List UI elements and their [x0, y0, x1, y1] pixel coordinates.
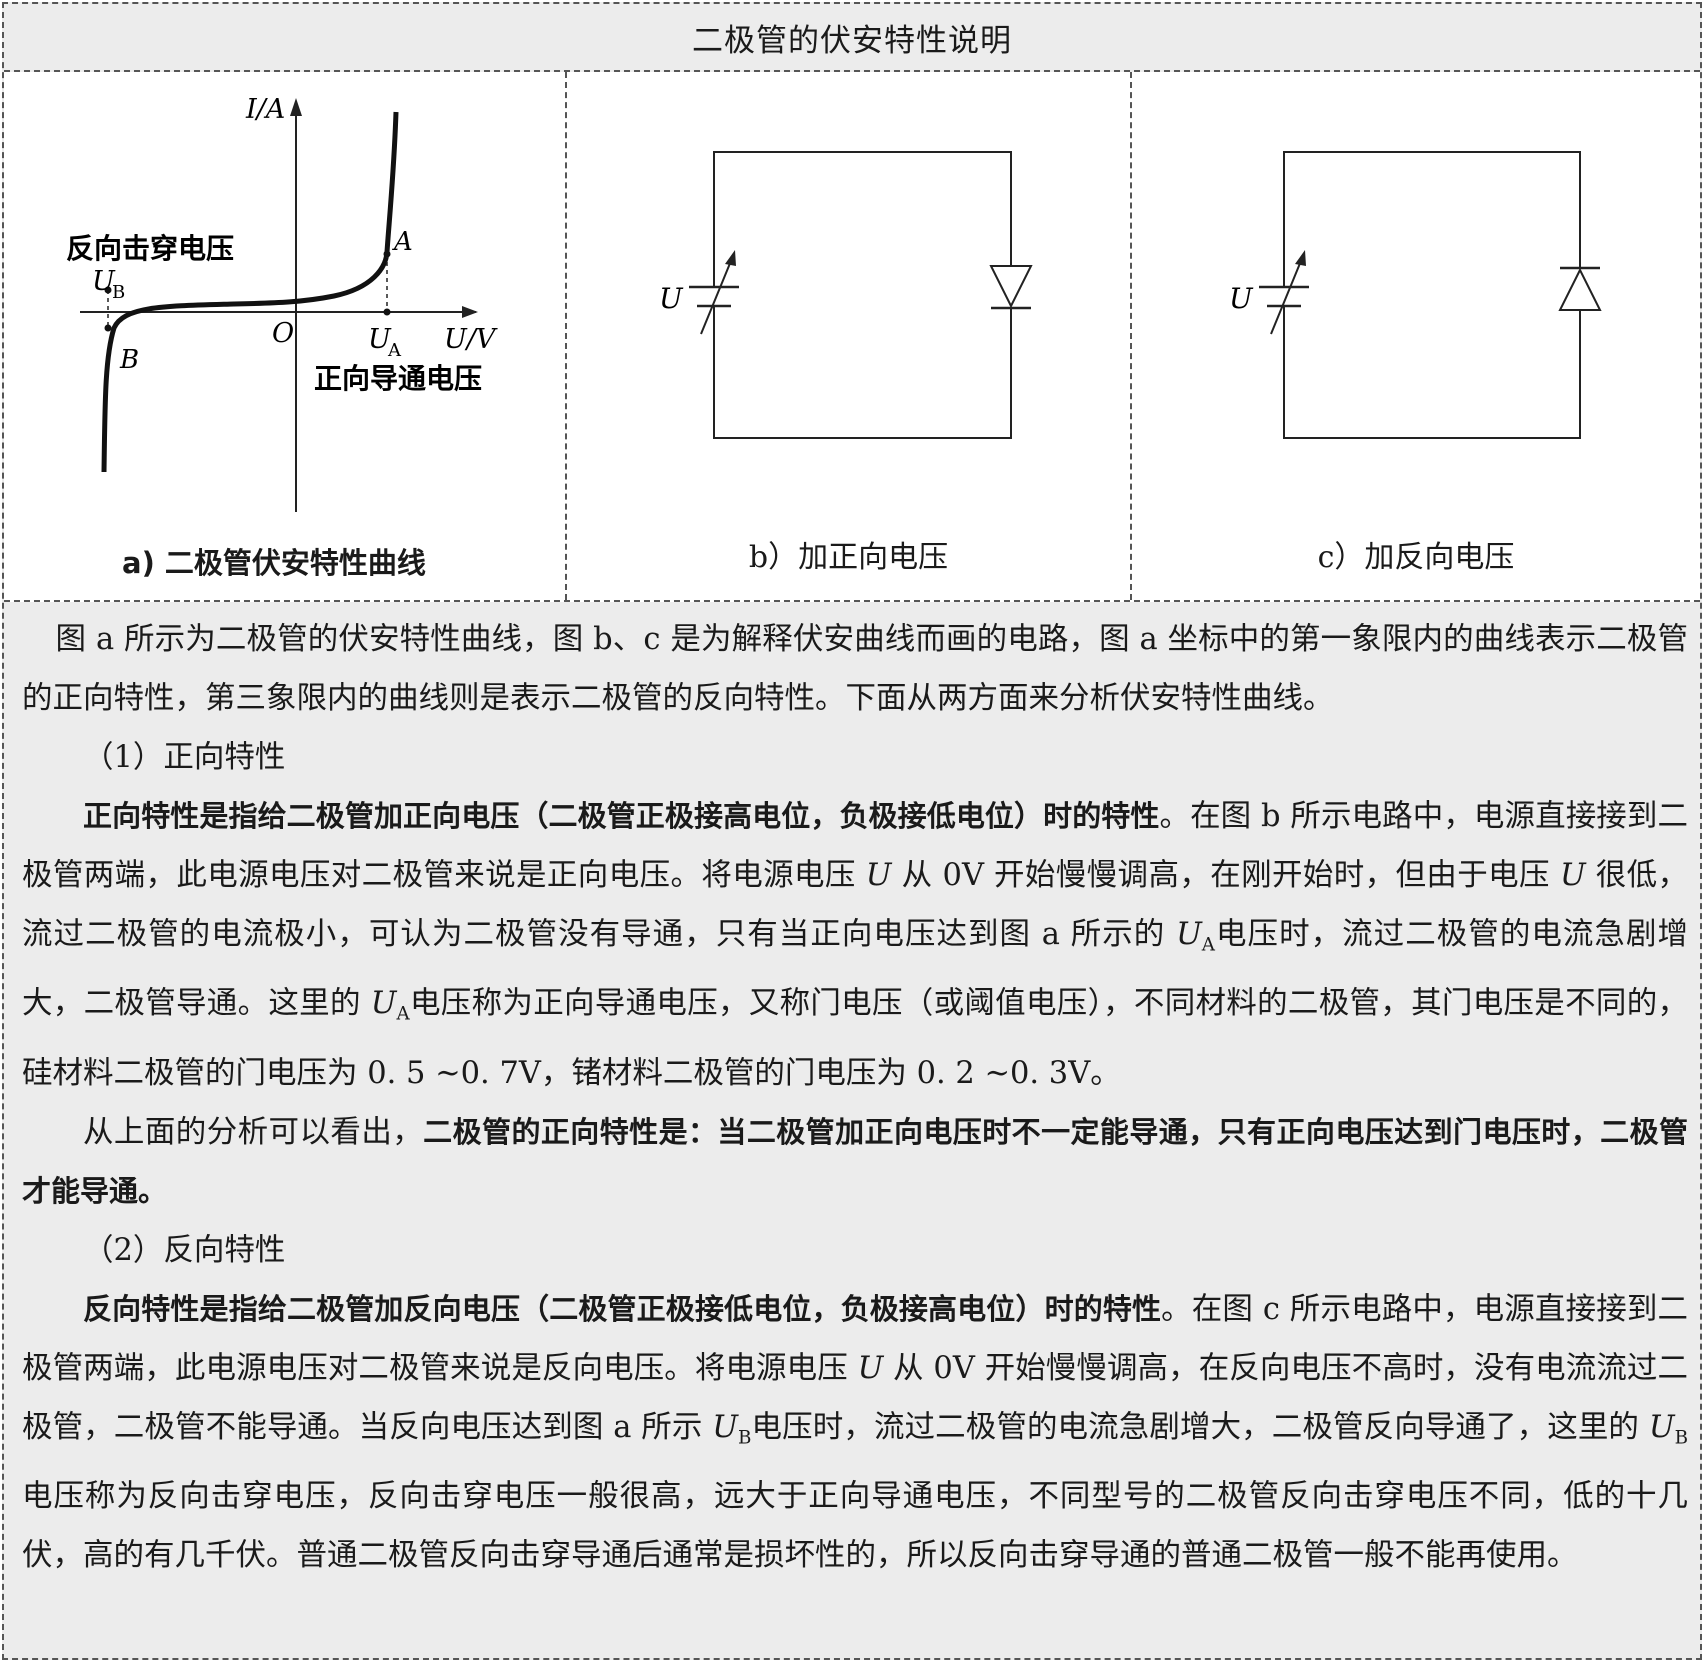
figure-row: I/A U/V O A B U B U A 反向击穿电压 正向导通电压 a) 二… [4, 72, 1700, 602]
symbol-u: U [857, 1350, 884, 1386]
text-run: 电压时，流过二极管的电流急剧增大，二极管导通。这里的 [22, 917, 1688, 1022]
explanation-text: 图 a 所示为二极管的伏安特性曲线，图 b、c 是为解释伏安曲线而画的电路，图 … [22, 610, 1688, 1585]
text-run: 电压称为反向击穿电压，反向击穿电压一般很高，远大于正向导通电压，不同型号的二极管… [22, 1479, 1688, 1574]
point-b-label: B [119, 345, 139, 375]
variable-arrow-icon [1270, 255, 1304, 335]
paragraph-forward: 正向特性是指给二极管加正向电压（二极管正极接高电位，负极接低电位）时的特性。在图… [22, 787, 1688, 1103]
symbol-ua: U [370, 986, 397, 1022]
figure-b-panel: U b）加正向电压 [567, 72, 1132, 600]
top-wire [1283, 151, 1581, 287]
symbol-ub-sub: B [737, 1427, 752, 1449]
heading-reverse: （2）反向特性 [83, 1232, 286, 1268]
point-b-dot [104, 324, 112, 332]
text-run: 电压称为正向导通电压，又称门电压（或阈值电压），不同材料的二极管，其门电压是不同… [22, 986, 1688, 1091]
point-a-label: A [392, 227, 413, 257]
text-run: 。在图 b 所示电路中，电源直接接到二极管两端，此电源电压对二极管来说是正向电压… [22, 799, 1688, 893]
forward-definition: 正向特性是指给二极管加正向电压（二极管正极接高电位，负极接低电位）时的特性 [83, 799, 1160, 833]
box-title-text: 二极管的伏安特性说明 [692, 22, 1012, 59]
bottom-wire [713, 306, 1012, 439]
point-a-dot [383, 250, 391, 258]
symbol-ua-sub: A [1201, 934, 1215, 956]
text-run: 从上面的分析可以看出， [83, 1114, 424, 1150]
forward-circuit-diagram: U [659, 151, 1033, 439]
ub-dot [104, 286, 112, 294]
symbol-u: U [1559, 858, 1586, 893]
bottom-wire [1283, 306, 1581, 439]
box-title: 二极管的伏安特性说明 [4, 4, 1700, 72]
ua-sub-label: A [387, 340, 402, 361]
figure-a-panel: I/A U/V O A B U B U A 反向击穿电压 正向导通电压 a) 二… [4, 72, 567, 600]
figure-c-caption: c）加反向电压 [1317, 540, 1515, 575]
x-axis-arrow-icon [462, 306, 478, 318]
diode-forward-icon [989, 265, 1033, 309]
variable-arrowhead-icon [1295, 250, 1306, 266]
reverse-circuit-diagram: U [1229, 151, 1602, 439]
x-axis-label: U/V [444, 324, 498, 355]
heading-forward: （1）正向特性 [83, 740, 286, 775]
ua-dot [383, 308, 391, 316]
figure-a-caption: a) 二极管伏安特性曲线 [122, 546, 426, 580]
variable-arrowhead-icon [725, 250, 736, 266]
text-run: 。在图 c 所示电路中，电源直接接到二极管两端，此电源电压对二极管来说是反向电压… [22, 1291, 1688, 1386]
symbol-ub: U [712, 1409, 738, 1445]
reverse-definition: 反向特性是指给二极管加反向电压（二极管正极接低电位，负极接高电位）时的特性 [83, 1291, 1162, 1326]
text-run: 从 0V 开始慢慢调高，在反向电压不高时，没有电流流过二极管，二极管不能导通。当… [22, 1350, 1688, 1445]
source-label: U [1229, 282, 1254, 315]
paragraph-reverse: 反向特性是指给二极管加反向电压（二极管正极接低电位，负极接高电位）时的特性。在图… [22, 1280, 1688, 1585]
paragraph-forward-summary: 从上面的分析可以看出，二极管的正向特性是：当二极管加正向电压时不一定能导通，只有… [22, 1103, 1688, 1221]
diode-reverse-icon [1558, 267, 1602, 311]
paragraph-intro: 图 a 所示为二极管的伏安特性曲线，图 b、c 是为解释伏安曲线而画的电路，图 … [22, 622, 1688, 716]
text-run: 从 0V 开始慢慢调高，在刚开始时，但由于电压 [891, 858, 1560, 893]
iv-curve [101, 111, 399, 473]
symbol-ua: U [1176, 917, 1202, 952]
symbol-ua-sub: A [396, 1003, 410, 1025]
figure-c-panel: U c）加反向电压 [1132, 72, 1700, 600]
variable-arrow-icon [700, 255, 734, 335]
ub-sub-label: B [112, 282, 125, 303]
text-run: 很低，流过二极管的电流极小，可认为二极管没有导通，只有当正向电压达到图 a 所示… [22, 858, 1688, 952]
y-axis-arrow-icon [290, 98, 302, 116]
text-run: 电压时，流过二极管的电流急剧增大，二极管反向导通了，这里的 [751, 1409, 1649, 1445]
source-label: U [659, 282, 684, 315]
symbol-u: U [865, 858, 892, 893]
figure-b-caption: b）加正向电压 [748, 540, 949, 575]
y-axis-label: I/A [245, 94, 285, 125]
top-wire [713, 151, 1012, 287]
forward-summary-bold: 二极管的正向特性是：当二极管加正向电压时不一定能导通，只有正向电压达到门电压时，… [22, 1114, 1688, 1208]
symbol-ub: U [1648, 1409, 1675, 1445]
ub-label: U [92, 266, 116, 297]
symbol-ub-sub: B [1674, 1427, 1688, 1449]
iv-curve-diagram: I/A U/V O A B U B U A 反向击穿电压 正向导通电压 [66, 94, 498, 512]
breakdown-voltage-label: 反向击穿电压 [66, 232, 234, 265]
forward-voltage-label: 正向导通电压 [314, 362, 482, 395]
origin-label: O [272, 318, 294, 349]
ua-label: U [368, 324, 392, 355]
